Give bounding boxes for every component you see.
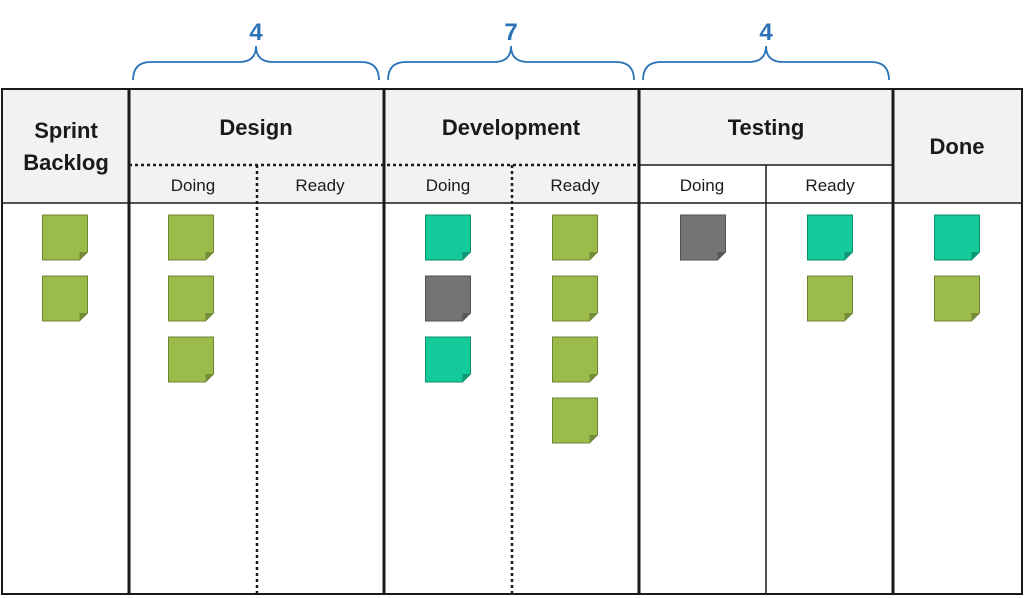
column-title-testing: Testing	[728, 115, 805, 140]
subcolumn-label-testing-doing: Doing	[680, 176, 724, 195]
card-testing-ready-2[interactable]	[807, 275, 853, 322]
column-title-sprint-backlog-line1: Sprint	[34, 118, 98, 143]
card-design-doing-3[interactable]	[168, 336, 214, 383]
wip-limit-development: 7	[504, 19, 517, 46]
subcolumn-label-design-ready: Ready	[295, 176, 345, 195]
card-development-doing-1[interactable]	[425, 214, 471, 261]
column-header-testing: Testing Doing Ready	[680, 115, 855, 195]
wip-brace-design: 4	[132, 19, 380, 81]
card-testing-ready-1[interactable]	[807, 214, 853, 261]
card-design-doing-2[interactable]	[168, 275, 214, 322]
wip-brace-development: 7	[387, 19, 635, 81]
subcolumn-label-development-doing: Doing	[426, 176, 470, 195]
card-sprint-backlog-1[interactable]	[42, 214, 88, 261]
board-grid	[1, 88, 1023, 595]
card-development-ready-1[interactable]	[552, 214, 598, 261]
subcolumn-label-development-ready: Ready	[550, 176, 600, 195]
card-development-ready-4[interactable]	[552, 397, 598, 444]
card-development-doing-3[interactable]	[425, 336, 471, 383]
column-header-done: Done	[930, 134, 985, 159]
column-header-sprint-backlog: Sprint Backlog	[23, 118, 109, 175]
column-title-done: Done	[930, 134, 985, 159]
card-done-2[interactable]	[934, 275, 980, 322]
cards-layer	[42, 214, 980, 444]
card-design-doing-1[interactable]	[168, 214, 214, 261]
card-testing-doing-1[interactable]	[680, 214, 726, 261]
column-title-development: Development	[442, 115, 581, 140]
wip-limit-testing: 4	[759, 19, 773, 46]
card-development-ready-2[interactable]	[552, 275, 598, 322]
column-title-design: Design	[219, 115, 292, 140]
column-title-sprint-backlog-line2: Backlog	[23, 150, 109, 175]
column-header-development: Development Doing Ready	[426, 115, 600, 195]
subcolumn-label-testing-ready: Ready	[805, 176, 855, 195]
wip-brace-testing: 4	[642, 19, 890, 81]
card-development-doing-2[interactable]	[425, 275, 471, 322]
card-done-1[interactable]	[934, 214, 980, 261]
column-header-design: Design Doing Ready	[171, 115, 345, 195]
card-development-ready-3[interactable]	[552, 336, 598, 383]
subcolumn-label-design-doing: Doing	[171, 176, 215, 195]
card-sprint-backlog-2[interactable]	[42, 275, 88, 322]
wip-limit-design: 4	[249, 19, 263, 46]
